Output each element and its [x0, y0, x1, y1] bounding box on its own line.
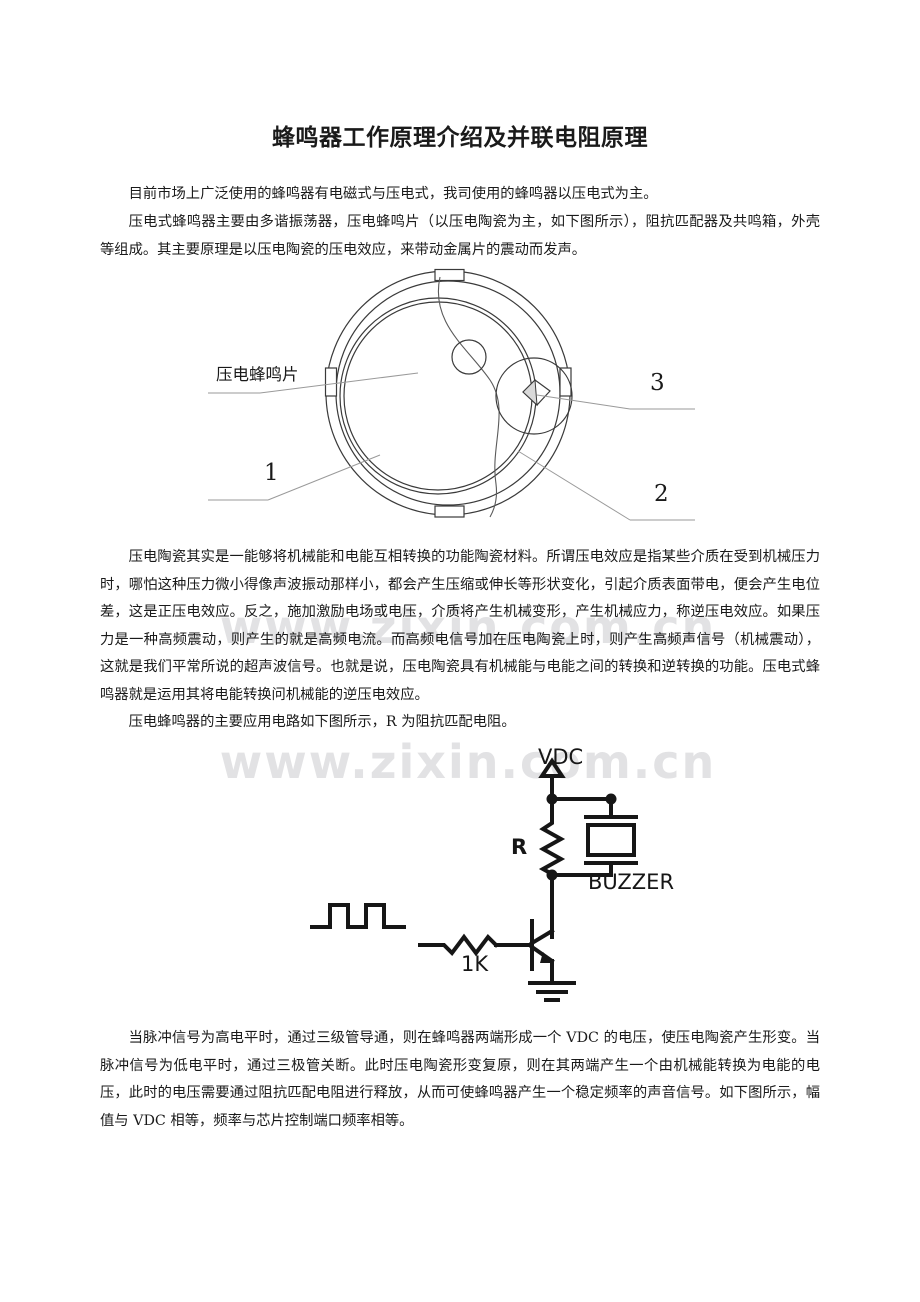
figure-callout-3: 3: [650, 370, 665, 396]
paragraph-operation: 当脉冲信号为高电平时，通过三级管导通，则在蜂鸣器两端形成一个 VDC 的电压，使…: [100, 1025, 820, 1135]
figure-label-piezo-plate: 压电蜂鸣片: [216, 365, 299, 384]
figure-piezo-buzzer-diagram: 压电蜂鸣片 1 2 3: [190, 268, 710, 526]
paragraph-text: 压电陶瓷其实是一能够将机械能和电能互相转换的功能陶瓷材料。所谓压电效应是指某些介…: [100, 549, 820, 703]
paragraph-text: 压电蜂鸣器的主要应用电路如下图所示，R 为阻抗匹配电阻。: [128, 714, 516, 730]
figure-application-circuit: VDC R BUZZER 1K: [300, 745, 720, 1013]
figure-callout-2: 2: [654, 481, 669, 507]
paragraph-application-circuit: 压电蜂鸣器的主要应用电路如下图所示，R 为阻抗匹配电阻。: [100, 709, 820, 737]
paragraph-intro: 目前市场上广泛使用的蜂鸣器有电磁式与压电式，我司使用的蜂鸣器以压电式为主。: [100, 181, 820, 209]
paragraph-piezo-ceramic: 压电陶瓷其实是一能够将机械能和电能互相转换的功能陶瓷材料。所谓压电效应是指某些介…: [100, 544, 820, 709]
paragraph-text: 当脉冲信号为高电平时，通过三级管导通，则在蜂鸣器两端形成一个 VDC 的电压，使…: [100, 1030, 820, 1129]
circuit-label-buzzer: BUZZER: [588, 870, 675, 894]
circuit-label-r: R: [511, 835, 528, 859]
circuit-label-1k: 1K: [461, 952, 489, 976]
paragraph-construction: 压电式蜂鸣器主要由多谐振荡器，压电蜂鸣片（以压电陶瓷为主，如下图所示），阻抗匹配…: [100, 209, 820, 264]
figure-callout-1: 1: [264, 460, 279, 486]
page-title: 蜂鸣器工作原理介绍及并联电阻原理: [272, 124, 648, 151]
paragraph-text: 目前市场上广泛使用的蜂鸣器有电磁式与压电式，我司使用的蜂鸣器以压电式为主。: [128, 186, 658, 202]
paragraph-text: 压电式蜂鸣器主要由多谐振荡器，压电蜂鸣片（以压电陶瓷为主，如下图所示），阻抗匹配…: [100, 214, 820, 258]
circuit-label-vdc: VDC: [538, 745, 584, 769]
